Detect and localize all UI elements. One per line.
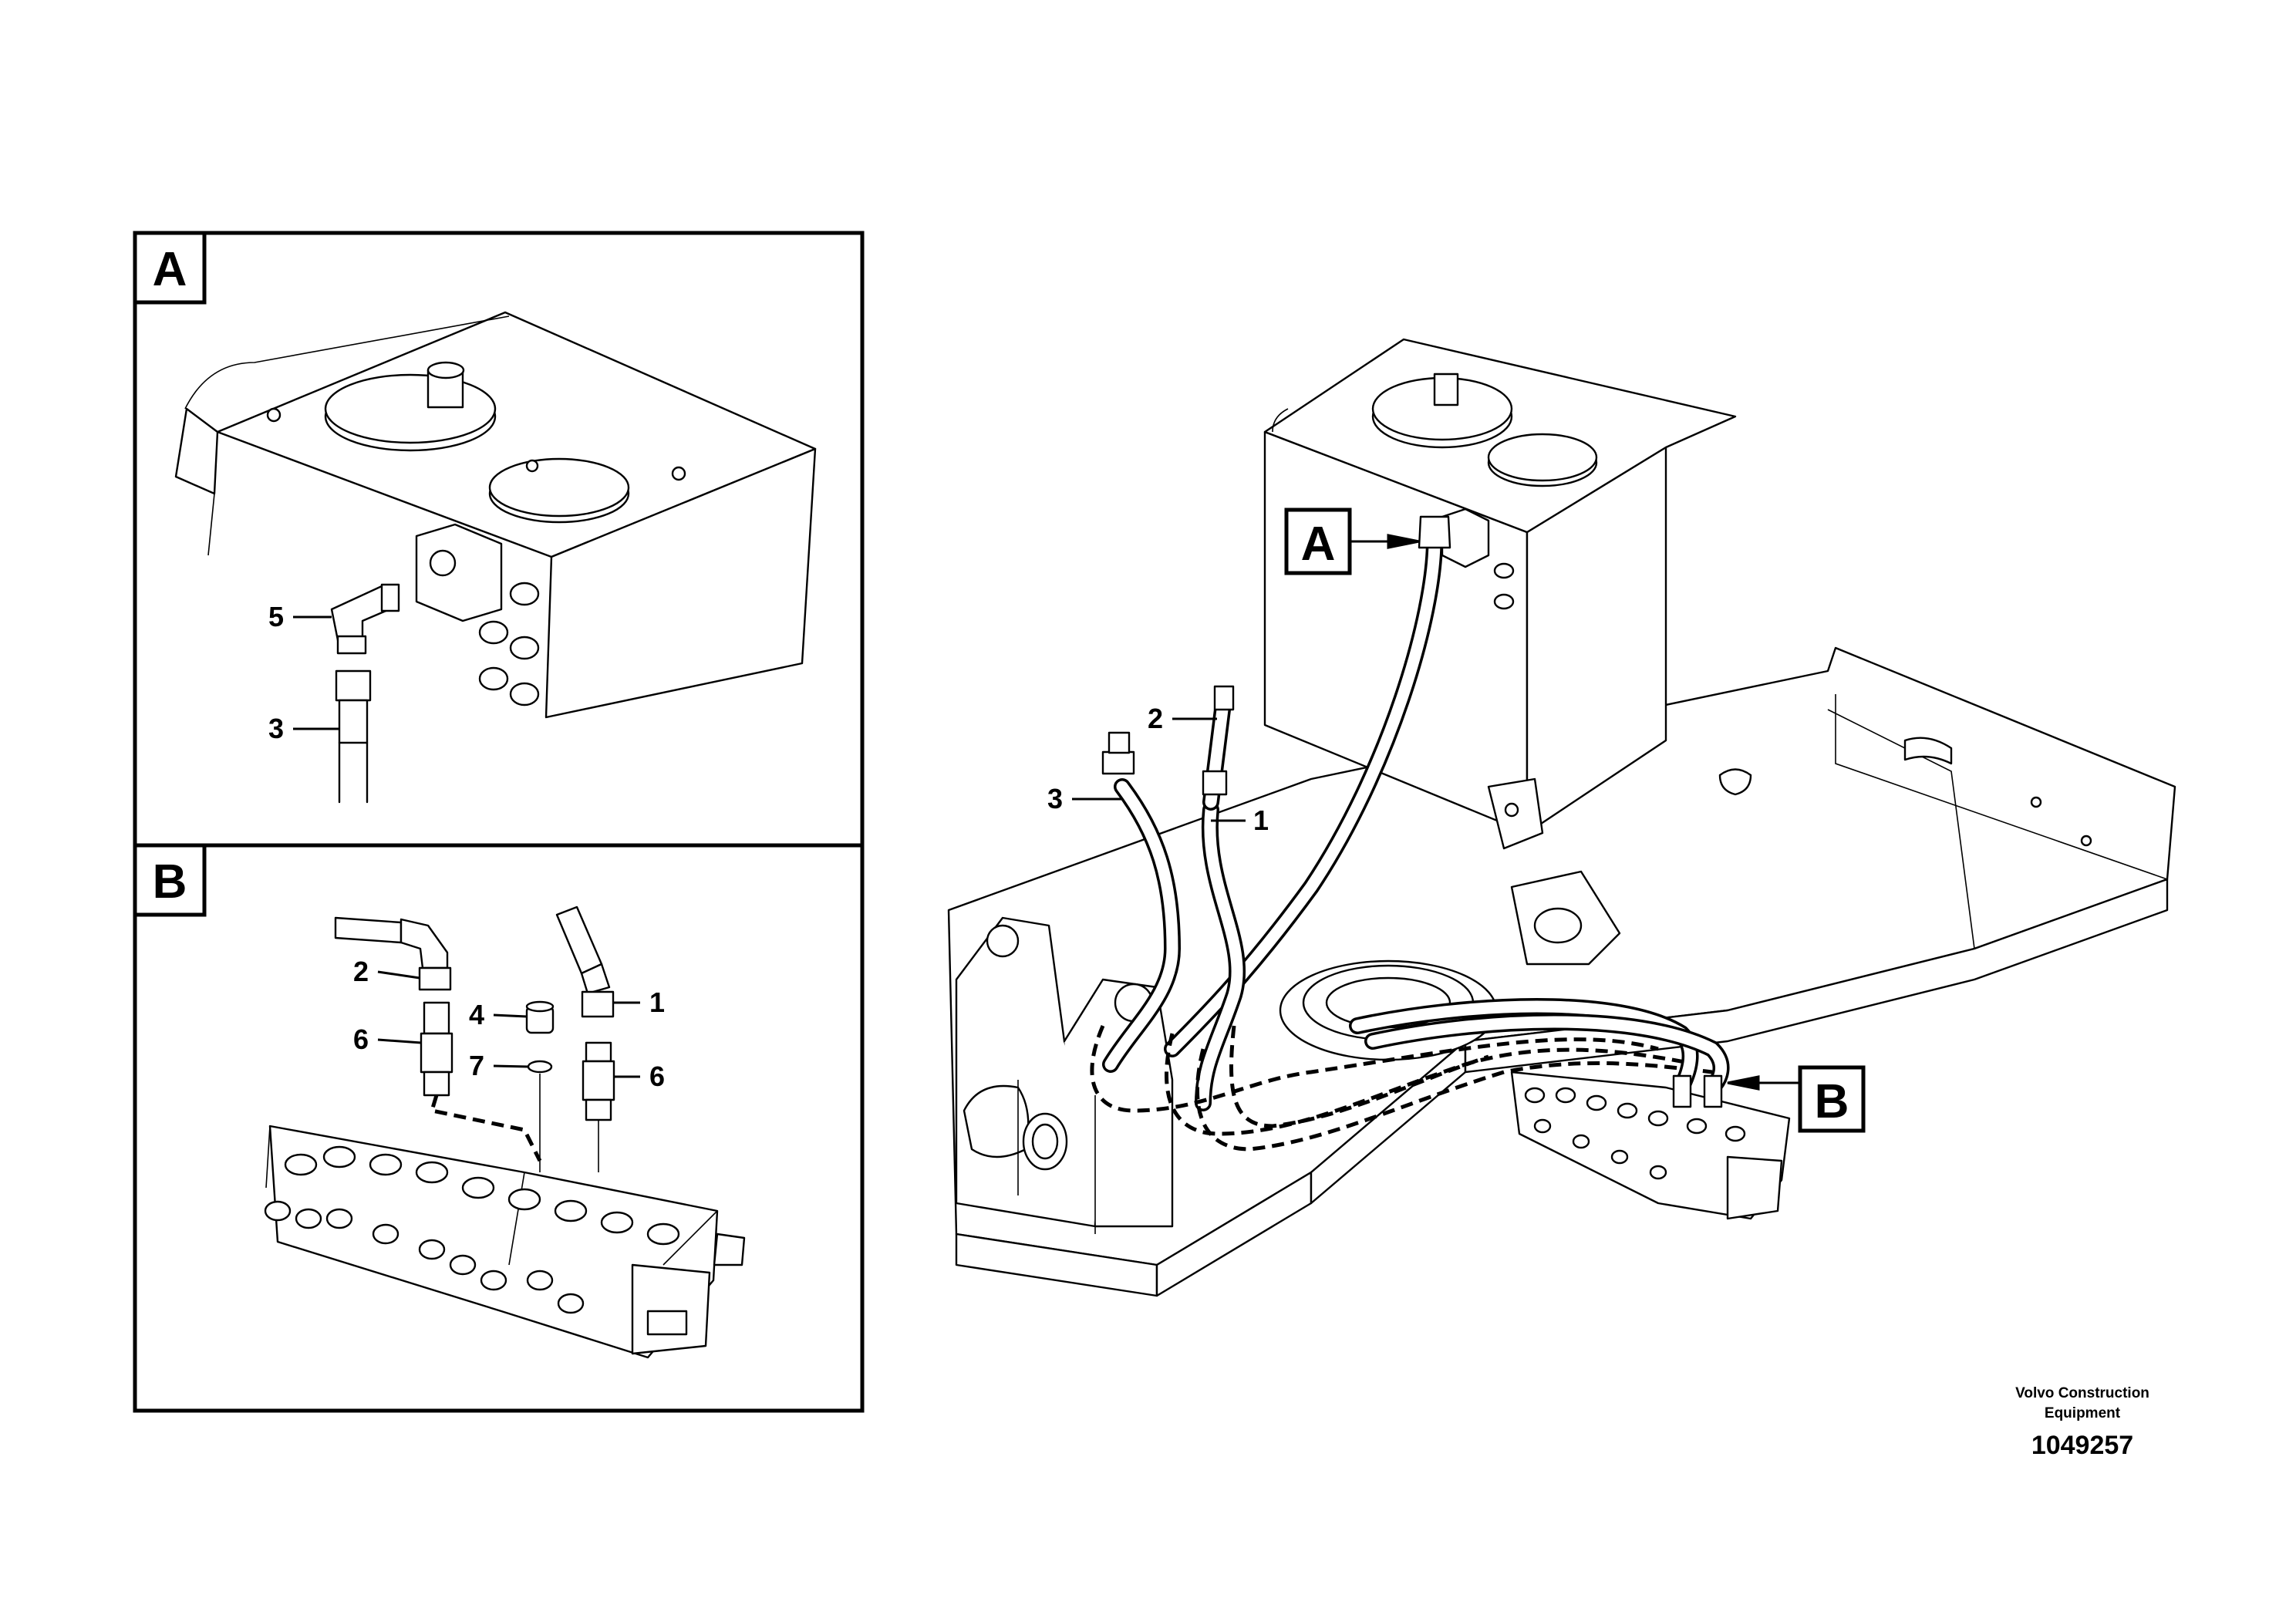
hidden-hose-routing [1090,1025,1713,1152]
hose-1-detail [555,905,615,1121]
plug-4-detail [525,1000,555,1034]
callout-3-main: 3 [1047,783,1063,814]
hose-1 [1195,801,1246,1111]
footer: Volvo Construction Equipment 1049257 [2015,1385,2149,1460]
company-name-line2: Equipment [2045,1405,2121,1421]
detail-view-a-letter: A [153,243,187,296]
hose-3 [1101,731,1182,1073]
elbow-fitting-detail [330,583,400,655]
callout-7: 7 [469,1050,484,1081]
callout-4: 4 [469,999,484,1030]
callout-5: 5 [268,601,284,632]
detail-view-b-label-box [133,843,207,917]
detail-view-a: A [133,231,865,848]
callout-2-main: 2 [1148,703,1163,734]
o-ring-7-detail [527,1060,553,1074]
hose-tank-to-valve [1164,515,1451,1057]
detail-view-b: B [133,843,865,1413]
callout-1-main: 1 [1253,804,1269,836]
view-tag-b-letter: B [1815,1075,1849,1128]
detail-view-b-letter: B [153,855,187,909]
hoses-to-valve-b [1349,998,1730,1096]
hydraulic-tank-detail [174,311,817,719]
hydraulic-tank [1263,338,1737,850]
install-path-dashed [429,1094,542,1162]
view-tag-b-box [1798,1065,1866,1133]
detail-view-a-label-box [133,231,207,305]
callout-6-right: 6 [649,1061,665,1092]
view-tag-a-letter: A [1301,518,1336,571]
company-name-line1: Volvo Construction [2015,1385,2149,1401]
document-number: 1049257 [2031,1431,2133,1460]
hose-2 [1202,685,1235,811]
control-valve-block-detail [264,1125,746,1359]
hose-2-detail [334,916,453,1097]
callout-6-left: 6 [353,1023,369,1055]
boom-swing-bracket [955,916,1174,1234]
callout-3: 3 [268,713,284,744]
machine-frame [947,646,2176,1297]
view-tag-b-arrow [1727,1075,1800,1091]
main-assembly-view: A B 2 3 1 [947,338,2176,1297]
callout-1-detail: 1 [649,986,665,1018]
hose-detail-a [335,669,372,804]
view-tag-a: A [1284,508,1420,575]
view-tag-a-arrow [1350,534,1420,549]
control-valve-block [1510,1071,1791,1220]
callout-2-detail: 2 [353,956,369,987]
detail-view-b-frame [133,843,865,1413]
view-tag-b: B [1727,1065,1866,1133]
